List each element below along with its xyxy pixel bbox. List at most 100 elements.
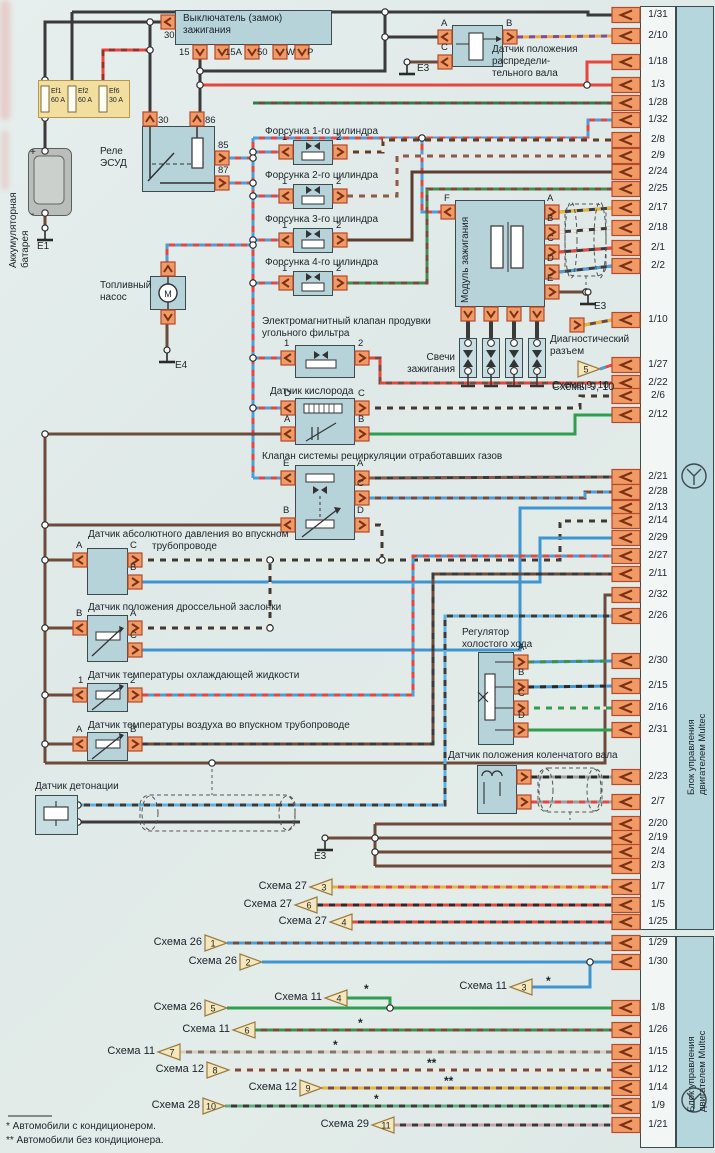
component-connector: [354, 490, 370, 506]
connector-chevron-icon: [618, 515, 633, 527]
ecu-pin-label: 2/15: [648, 680, 668, 691]
pin-letter: 1: [282, 220, 288, 231]
connector-chevron-icon: [618, 314, 633, 326]
ecu-pin-connector: [611, 934, 641, 952]
schema-ref-label: Схема 11: [182, 1023, 230, 1035]
connector-chevron-icon: [358, 429, 367, 439]
ecu-pin-connector: [611, 257, 641, 275]
component-connector: [278, 144, 294, 160]
ecu-pin-label: 2/13: [648, 502, 668, 513]
camshaft-line1: Датчик положения: [492, 44, 578, 55]
wire-dash: [369, 523, 384, 560]
connector-symbol-icon: [681, 463, 707, 489]
ecu-pin-connector: [611, 793, 641, 811]
schema-triangle-number: 7: [169, 1048, 174, 1058]
connector-chevron-icon: [618, 956, 633, 968]
ecu-pin-label: 1/7: [651, 881, 665, 892]
connector-chevron-icon: [440, 32, 449, 42]
connector-chevron-icon: [618, 166, 633, 178]
connector-chevron-icon: [358, 353, 367, 363]
ecu-pin-connector: [611, 878, 641, 896]
connector-chevron-icon: [618, 134, 633, 146]
ecu-pin-connector: [611, 699, 641, 717]
ecu-pin-connector: [611, 1116, 641, 1134]
connector-chevron-icon: [131, 577, 140, 587]
air-temp-sensor-label: Датчик температуры воздуха во впускном т…: [88, 720, 350, 731]
pin-letter: B: [76, 608, 83, 619]
connector-chevron-icon: [618, 183, 633, 195]
connector-chevron-icon: [618, 796, 633, 808]
connector-chevron-icon: [217, 48, 227, 57]
fuse-box: [38, 80, 130, 118]
connector-chevron-icon: [618, 1064, 633, 1076]
pin-letter: 87: [218, 165, 229, 176]
component-connector: [483, 306, 499, 322]
shield-ellipse: [538, 768, 554, 812]
wire: [45, 593, 612, 765]
iac-line1: Регулятор: [462, 627, 510, 638]
component-connector: [544, 264, 560, 280]
injector-1-label: Форсунка 1-го цилиндра: [265, 126, 379, 137]
ecu-pin-label: 2/20: [648, 818, 668, 829]
pin-letter: D: [518, 710, 525, 721]
wire-dash: [142, 572, 612, 746]
component-connector: [280, 350, 296, 366]
ecu-pin-connector: [611, 607, 641, 625]
fuse-ef6-label: Ef6 30 A: [109, 87, 123, 105]
component-connector: [127, 687, 143, 703]
junction-dot: [41, 740, 49, 748]
pin-letter: 30: [164, 30, 175, 41]
battery-label-line1: Аккумуляторная: [8, 192, 19, 268]
schema-triangle-icon: [323, 989, 348, 1007]
ecu-label-line2: двигателем Multec: [697, 713, 708, 795]
junction-dot: [41, 430, 49, 438]
ecu-pin-connector: [611, 829, 641, 847]
component-connector: [278, 188, 294, 204]
ecu-pin-label: 2/8: [651, 134, 665, 145]
svg-text:+: +: [30, 147, 36, 158]
connector-chevron-icon: [520, 772, 529, 782]
connector-chevron-icon: [247, 48, 257, 57]
connector-chevron-icon: [275, 48, 285, 57]
component-connector: [544, 284, 560, 300]
component-connector: [437, 54, 453, 70]
component-connector: [529, 306, 545, 322]
pin-letter: 2: [130, 675, 136, 686]
pin-letter: 2: [336, 132, 342, 143]
wire-dash: [142, 560, 272, 630]
component-connector: [280, 470, 296, 486]
ecu-block-2-label: Блок управления двигателем Multec: [686, 1031, 708, 1112]
wire-dash: [142, 519, 612, 562]
fuel-pump-line1: Топливный: [100, 280, 152, 291]
schema-triangle-number: 5: [210, 1004, 215, 1014]
wire-dash: [583, 318, 613, 327]
scan-artifact: [2, 130, 8, 190]
component-connector: [272, 44, 288, 60]
footnote-marker: *: [333, 1038, 338, 1052]
ecu-pin-connector: [611, 147, 641, 165]
junction-dot: [266, 624, 274, 632]
schemas-9-10-label: Схемы 9, 10: [552, 380, 609, 391]
ecu-pin-connector: [611, 180, 641, 198]
connector-chevron-icon: [618, 860, 633, 872]
pin-letter: W: [286, 47, 295, 58]
pin-letter: 30: [158, 115, 169, 126]
pin-letter: A: [518, 642, 525, 653]
pin-letter: D: [547, 253, 554, 264]
spark-plugs-label: Свечи зажигания: [385, 352, 455, 376]
connector-chevron-icon: [618, 1024, 633, 1036]
injector-4-label: Форсунка 4-го цилиндра: [265, 257, 379, 268]
iac-label: Регулятор холостого хода: [462, 627, 532, 651]
fuse-ef2-label: Ef2 60 A: [78, 87, 92, 105]
component-connector: [513, 700, 529, 716]
ecu-pin-label: 2/30: [648, 655, 668, 666]
component-connector: [280, 426, 296, 442]
junction-dot: [41, 624, 49, 632]
component-connector: [214, 175, 230, 191]
injector-3-label: Форсунка 3-го цилиндра: [265, 214, 379, 225]
ecu-pin-connector: [611, 406, 641, 424]
ecu-pin-label: 2/11: [648, 568, 668, 579]
ecu-pin-label: 1/21: [648, 1119, 668, 1130]
pin-letter: A: [547, 193, 554, 204]
component-connector: [142, 111, 158, 127]
